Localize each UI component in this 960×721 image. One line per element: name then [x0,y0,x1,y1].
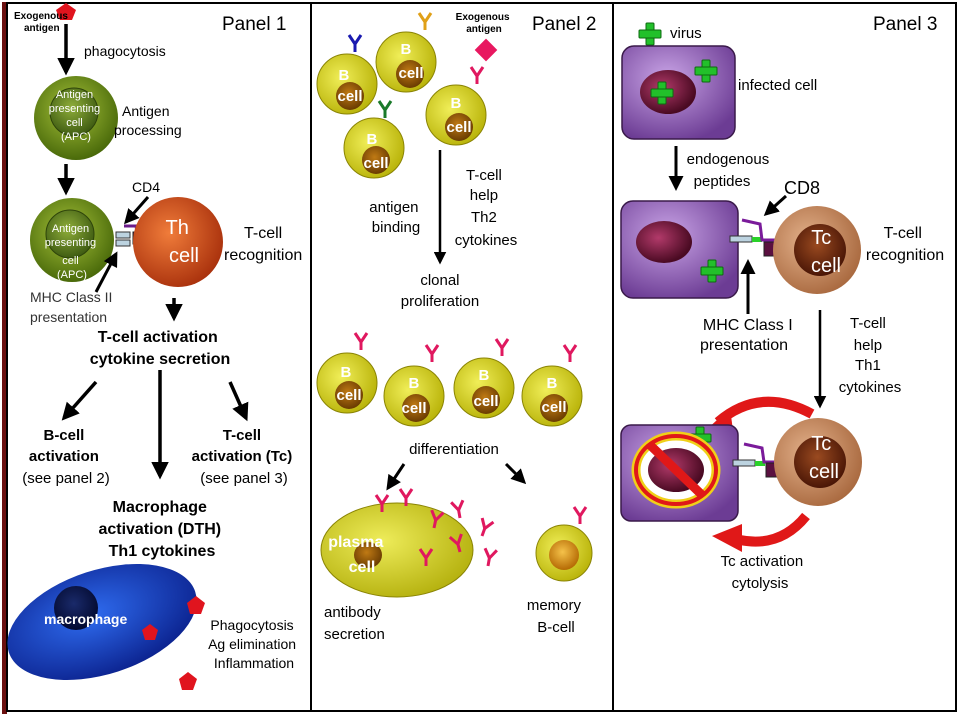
mhc-class-1-molecule [729,235,753,243]
tcell-activation-label: T-cell activation cytokine secretion [90,329,231,368]
svg-text:B cell: B cell [541,375,566,416]
macrophage-label: macrophage [44,611,127,627]
prohibition-ring [634,434,718,506]
panel-1-title: Panel 1 [222,14,286,35]
tcell-recognition-label-2: T-cell recognition [866,225,944,264]
viral-peptide-2 [755,461,765,466]
b-cell: B cell [343,99,405,179]
b-cell-clone: B cell [316,331,378,414]
svg-text:B cell: B cell [401,375,426,417]
panel-2-title: Panel 2 [532,14,596,35]
prohibition-slash [646,441,706,499]
b-cell: B cell [375,11,437,93]
clonal-proliferation-label: clonal proliferation [401,272,479,310]
tcell-activation-tc-label: T-cell activation (Tc) (see panel 3) [192,427,297,487]
svg-text:B cell: B cell [473,367,498,410]
panel-3: Panel 3 virus infected cell endogenous p… [620,14,944,592]
tc-activation-arrow [228,381,249,422]
th-cell-label: Th cell [166,217,199,267]
tc-activation-label: Tc activation cytolysis [721,553,808,592]
viral-peptide [752,237,762,242]
plasma-cell-label: plasma cell [328,534,388,576]
svg-text:B cell: B cell [337,67,362,105]
infected-cell-label: infected cell [738,77,817,94]
svg-text:B cell: B cell [336,364,361,404]
bcell-activation-arrow [61,380,98,421]
memory-b-cell-nucleus [549,540,579,570]
apc-2-nucleus [45,209,95,259]
mhc-class-2-molecule-b [115,239,131,247]
panel-3-title: Panel 3 [873,14,937,35]
b-cell-clone: B cell [521,343,583,427]
plasma-cell-arrow [386,463,406,491]
panel-1: Panel 1 Exogenous antigen phagocytosis A… [7,3,302,690]
tcell-help-th2-label: T-cell help Th2 cytokines [455,167,518,249]
tc-cell-2-nucleus [794,436,846,488]
tc-cell-label: Tc cell [811,227,841,277]
cd8-pointer-arrow [763,194,788,217]
b-cell: B cell [425,65,487,146]
exogenous-antigen-icon [56,3,76,20]
memory-cell-arrow [504,462,527,485]
antigen-icon [179,672,197,690]
antigen-icon [142,624,158,640]
tcell-help-th1-label: T-cell help Th1 cytokines [839,315,902,396]
apc-label: Antigen presenting cell (APC) [49,89,103,143]
cd8-label: CD8 [784,178,820,198]
cytolysis-arrowhead-bottom [712,524,742,552]
macrophage-effects-label: Phagocytosis Ag elimination Inflammation [208,617,300,671]
panel-2: Panel 2 Exogenous antigen B cell B cell [316,11,596,643]
memory-bcell-label: memory B-cell [527,597,585,636]
mhc-class-2-label: MHC Class II presentation [30,289,116,325]
antigen-processing-label: Antigen processing [114,103,182,138]
antibody-secretion-label: antibody secretion [324,604,385,643]
cd4-label: CD4 [132,179,160,195]
th-cell [133,197,223,287]
svg-text:B cell: B cell [446,95,471,136]
exogenous-antigen-label: Exogenous antigen [14,11,71,34]
cd4-pointer-arrow [124,196,150,225]
apc-2-label: Antigen presenting cell (APC) [45,223,99,281]
mhc-class-1-molecule-2 [732,459,756,467]
svg-text:B cell: B cell [398,41,423,82]
tc-cell-2-label: Tc cell [809,433,839,483]
infected-cell-2-nucleus [636,221,692,263]
bcell-activation-label: B-cell activation (see panel 2) [22,427,110,487]
endogenous-peptides-label: endogenous peptides [687,151,774,190]
cytolysis-arrow-bottom [739,512,810,547]
plasma-cell-nucleus [354,542,382,568]
b-cell-clone: B cell [383,343,445,427]
cd8-molecule [741,218,778,242]
differentiation-label: differentiation [409,441,499,458]
svg-text:B cell: B cell [363,131,388,172]
tcell-recognition-label: T-cell recognition [224,225,302,264]
macrophage-nucleus [54,586,98,630]
mhc-pointer-arrow [94,251,118,293]
macrophage-activation-label: Macrophage activation (DTH) Th1 cytokine… [98,499,225,560]
cd8-molecule-2 [743,442,778,464]
phagocytosis-label: phagocytosis [84,43,166,59]
mhc-class-2-molecule [115,231,131,239]
b-cell: B cell [316,33,378,115]
virus-label: virus [670,25,702,42]
antigen-binding-label: antigen binding [369,199,422,236]
mhc-class-1-label: MHC Class I presentation [700,317,797,354]
exogenous-antigen-label-2: Exogenous antigen [456,12,513,35]
left-accent-bar [2,2,7,714]
tc-cell-nucleus [794,224,846,276]
b-cell-clone: B cell [453,337,515,419]
macrophage [7,564,197,680]
apc-nucleus [49,87,99,137]
antigen-icon [187,596,205,614]
